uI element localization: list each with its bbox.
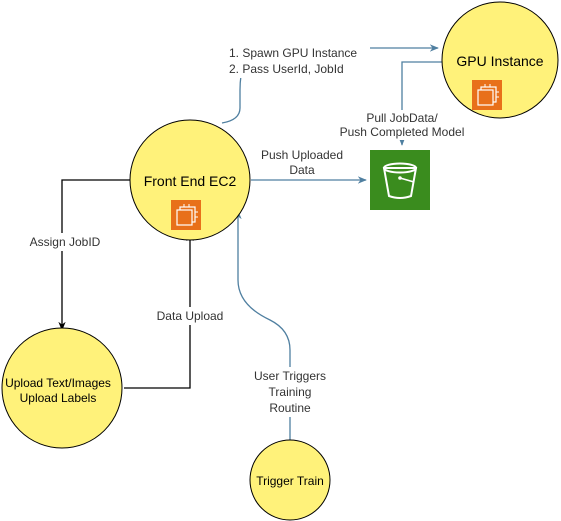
node-upload: Upload Text/Images Upload Labels bbox=[1, 327, 123, 449]
user-triggers-line3: Routine bbox=[269, 401, 311, 415]
spawn-line2: 2. Pass UserId, JobId bbox=[229, 62, 344, 76]
trigger-label: Trigger Train bbox=[256, 474, 324, 488]
label-data-upload: Data Upload bbox=[147, 307, 235, 325]
label-pull: Pull JobData/ Push Completed Model bbox=[340, 110, 468, 140]
upload-label-line1: Upload Text/Images bbox=[5, 376, 111, 390]
node-gpu-instance: GPU Instance bbox=[441, 1, 559, 119]
data-upload-label: Data Upload bbox=[157, 309, 224, 323]
user-triggers-line2: Training bbox=[269, 385, 312, 399]
label-push: Push Uploaded Data bbox=[255, 146, 347, 178]
push-line1: Push Uploaded bbox=[261, 148, 343, 162]
pull-line2: Push Completed Model bbox=[340, 125, 465, 139]
ec2-instance-icon bbox=[472, 80, 502, 110]
push-line2: Data bbox=[289, 163, 315, 177]
frontend-label: Front End EC2 bbox=[144, 173, 237, 189]
edge-user-triggers bbox=[234, 210, 291, 440]
node-frontend-ec2: Front End EC2 bbox=[129, 119, 251, 241]
spawn-line1: 1. Spawn GPU Instance bbox=[229, 46, 357, 60]
user-triggers-line1: User Triggers bbox=[254, 369, 326, 383]
label-spawn: 1. Spawn GPU Instance 2. Pass UserId, Jo… bbox=[224, 44, 370, 78]
pull-line1: Pull JobData/ bbox=[366, 111, 438, 125]
edge-assign-jobid bbox=[58, 179, 130, 331]
label-assign-jobid: Assign JobID bbox=[20, 233, 112, 251]
edge-data-upload bbox=[124, 232, 194, 389]
node-trigger-train: Trigger Train bbox=[249, 439, 331, 521]
ec2-instance-icon bbox=[171, 200, 201, 230]
assign-label: Assign JobID bbox=[30, 235, 101, 249]
upload-label-line2: Upload Labels bbox=[20, 391, 97, 405]
s3-bucket-icon bbox=[370, 150, 430, 210]
node-s3-bucket bbox=[370, 150, 430, 210]
label-user-triggers: User Triggers Training Routine bbox=[244, 367, 336, 417]
gpu-label: GPU Instance bbox=[456, 53, 543, 69]
